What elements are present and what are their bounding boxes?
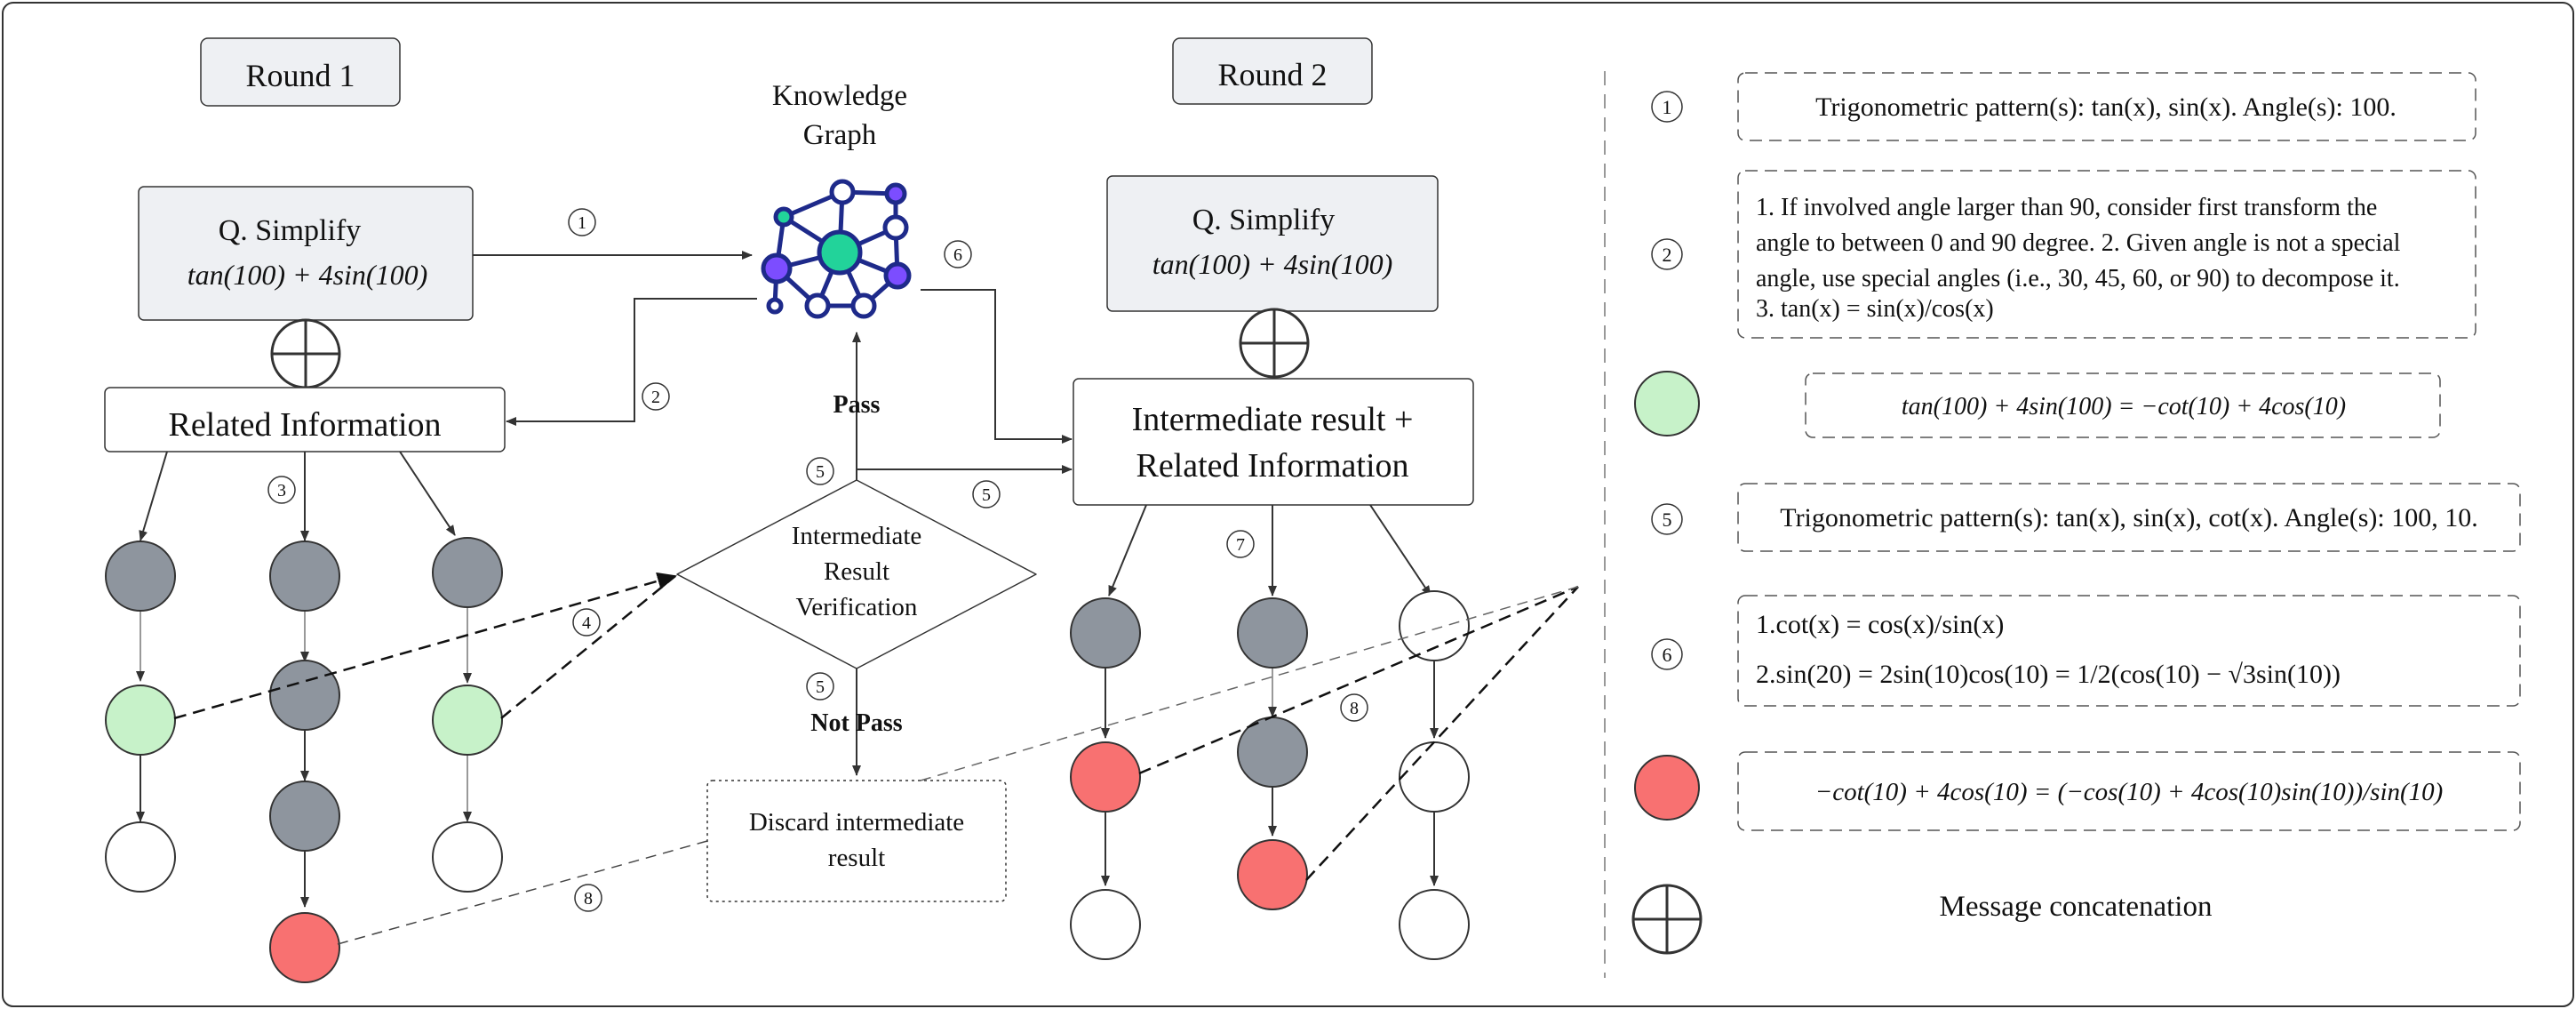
round1-concat-icon [270, 318, 341, 389]
legend-text-5: Trigonometric pattern(s): tan(x), sin(x)… [1780, 503, 2477, 533]
tree-node-red [1237, 839, 1308, 910]
legend-red-node [1634, 755, 1700, 821]
verification-diamond: Intermediate Result Verification [676, 479, 1037, 669]
legend-text-2c: angle, use special angles (i.e., 30, 45,… [1756, 265, 2400, 292]
tree-node-gray [1237, 597, 1308, 669]
step-label-1: 1 [578, 213, 586, 233]
tree-node-white [432, 821, 503, 893]
legend-item-red: −cot(10) + 4cos(10) = (−cos(10) + 4cos(1… [1634, 751, 2521, 831]
step-label-4: 4 [582, 613, 591, 633]
step-label-5b: 5 [982, 485, 991, 505]
round2-label: Round 2 [1217, 57, 1327, 92]
tree-node-green [432, 685, 503, 756]
legend-text-6b: 2.sin(20) = 2sin(10)cos(10) = 1/2(cos(10… [1756, 660, 2341, 689]
legend-text-red: −cot(10) + 4cos(10) = (−cos(10) + 4cos(1… [1815, 778, 2444, 806]
pass-label: Pass [833, 391, 881, 419]
discard-box: Discard intermediate result [706, 780, 1007, 902]
round1-related-box: Related Information [104, 387, 506, 452]
step-label-6: 6 [953, 245, 962, 265]
tree-node-white [1399, 889, 1470, 960]
step-label-8b: 8 [1350, 699, 1359, 718]
tree-node-gray [269, 541, 340, 612]
round2-related-line2: Related Information [1136, 447, 1408, 484]
verification-line3: Verification [796, 593, 918, 621]
round1-label: Round 1 [245, 58, 355, 93]
step-label-5a: 5 [816, 462, 825, 482]
round1-question-expr: tan(100) + 4sin(100) [187, 259, 427, 291]
kg-label-line1: Knowledge [772, 80, 907, 112]
tree-node-gray [105, 541, 176, 612]
legend-text-1: Trigonometric pattern(s): tan(x), sin(x)… [1815, 92, 2397, 122]
discard-line2: result [828, 844, 885, 872]
step-label-5c: 5 [816, 677, 825, 697]
tree-node-red [269, 912, 340, 983]
step-label-3: 3 [277, 481, 286, 500]
round2-question-expr: tan(100) + 4sin(100) [1152, 248, 1392, 280]
round2-question-box: Q. Simplify tan(100) + 4sin(100) [1106, 175, 1439, 312]
step-label-7: 7 [1236, 535, 1245, 555]
tree-node-green [105, 685, 176, 756]
round1-question-prefix: Q. Simplify [219, 214, 362, 247]
not-pass-label: Not Pass [810, 709, 903, 737]
svg-text:5: 5 [1663, 509, 1672, 531]
legend-green-node [1634, 371, 1700, 436]
round1-related-label: Related Information [168, 406, 441, 444]
round2-concat-icon [1239, 308, 1310, 379]
legend-item-5: 5 Trigonometric pattern(s): tan(x), sin(… [1651, 483, 2521, 552]
tree-node-gray [1070, 597, 1141, 669]
round1-header: Round 1 [200, 37, 401, 107]
discard-line1: Discard intermediate [749, 808, 964, 837]
legend-text-2d: 3. tan(x) = sin(x)/cos(x) [1756, 295, 1994, 323]
legend-text-green: tan(100) + 4sin(100) = −cot(10) + 4cos(1… [1902, 393, 2346, 420]
network-graph-icon [761, 179, 912, 319]
legend-text-2b: angle to between 0 and 90 degree. 2. Giv… [1756, 229, 2401, 257]
step-label-2: 2 [651, 388, 660, 407]
legend-item-concat: Message concatenation [1631, 884, 2213, 955]
tree-node-white [1070, 889, 1141, 960]
tree-node-gray [432, 537, 503, 608]
legend-item-6: 6 1.cot(x) = cos(x)/sin(x) 2.sin(20) = 2… [1651, 595, 2521, 707]
svg-text:2: 2 [1663, 244, 1672, 266]
tree-node-white [1399, 590, 1470, 661]
legend-text-concat: Message concatenation [1940, 891, 2213, 923]
tree-node-gray [269, 781, 340, 852]
step-label-8a: 8 [584, 889, 593, 909]
tree-node-red [1070, 741, 1141, 813]
tree-node-gray [269, 660, 340, 731]
tree-node-white [105, 821, 176, 893]
verification-line1: Intermediate [792, 522, 922, 550]
legend-item-2: 2 1. If involved angle larger than 90, c… [1651, 170, 2476, 339]
round2-question-prefix: Q. Simplify [1192, 204, 1336, 236]
round1-question-box: Q. Simplify tan(100) + 4sin(100) [138, 186, 474, 321]
svg-text:6: 6 [1663, 644, 1672, 666]
legend-item-green: tan(100) + 4sin(100) = −cot(10) + 4cos(1… [1634, 371, 2441, 438]
tree-node-white [1399, 741, 1470, 813]
kg-label-line2: Graph [803, 119, 877, 151]
svg-text:1: 1 [1663, 96, 1672, 118]
round2-header: Round 2 [1172, 37, 1373, 105]
legend-text-2a: 1. If involved angle larger than 90, con… [1756, 194, 2377, 221]
legend-text-6a: 1.cot(x) = cos(x)/sin(x) [1756, 610, 2004, 639]
legend-item-1: 1 Trigonometric pattern(s): tan(x), sin(… [1651, 72, 2476, 141]
round2-related-line1: Intermediate result + [1132, 401, 1414, 438]
verification-line2: Result [824, 557, 889, 586]
round2-related-box: Intermediate result + Related Informatio… [1073, 378, 1474, 506]
